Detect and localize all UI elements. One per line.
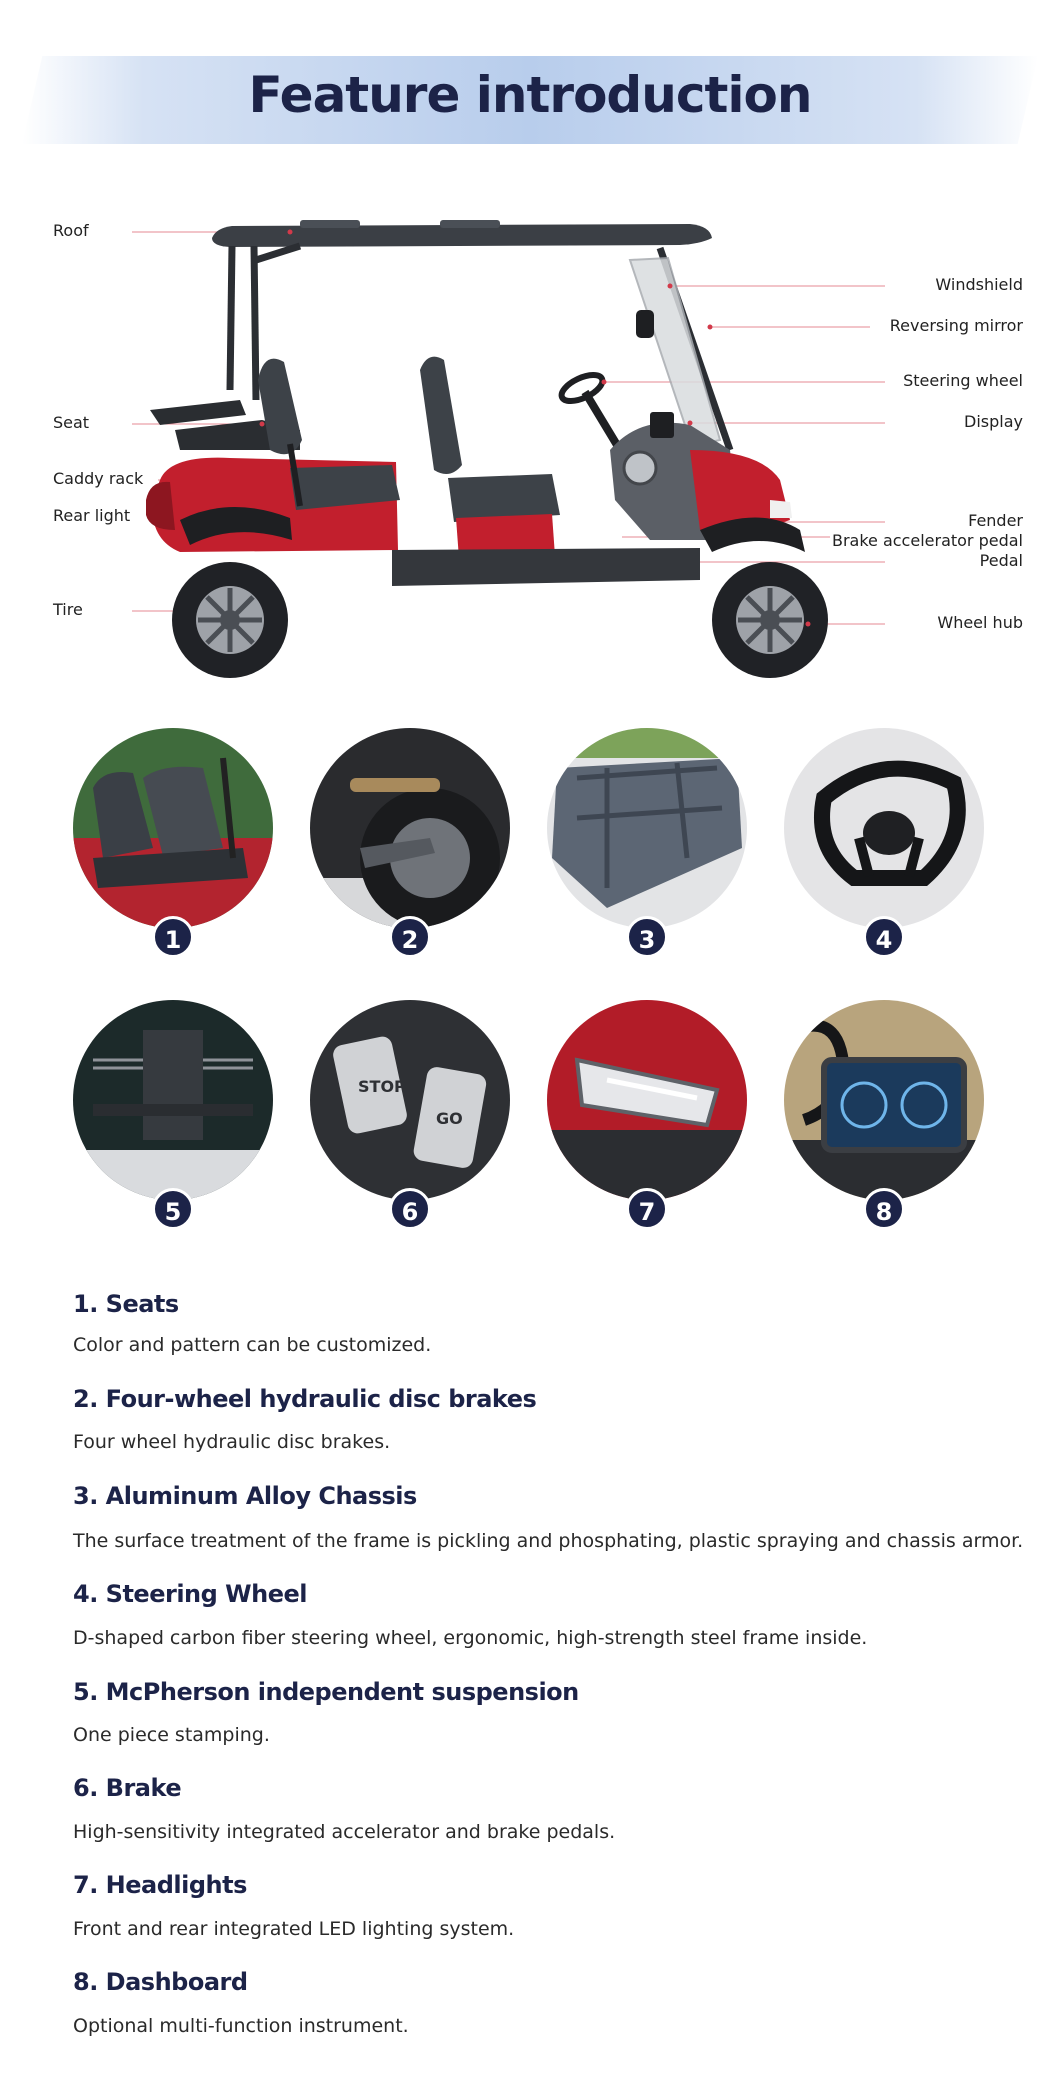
rear-wheel	[172, 562, 288, 678]
badge-7: 7	[626, 1188, 668, 1230]
thumb-pedals: STOP GO	[310, 1000, 510, 1200]
thumb-suspension	[73, 1000, 273, 1200]
thumb-steering-wheel	[784, 728, 984, 928]
callout-roof: Roof	[53, 221, 89, 240]
feature-desc-dashboard: Optional multi-function instrument.	[73, 2015, 409, 2037]
callout-caddy-rack: Caddy rack	[53, 469, 144, 488]
front-wheel	[712, 562, 828, 678]
badge-2: 2	[389, 916, 431, 958]
feature-desc-disc-brakes: Four wheel hydraulic disc brakes.	[73, 1431, 391, 1453]
thumb-chassis	[547, 728, 747, 928]
page-title: Feature introduction	[248, 66, 813, 124]
callout-rear-light: Rear light	[53, 506, 131, 525]
callout-windshield: Windshield	[935, 275, 1023, 294]
badge-4: 4	[863, 916, 905, 958]
svg-text:GO: GO	[436, 1109, 463, 1128]
golf-cart-illustration	[132, 220, 885, 678]
callout-tire: Tire	[53, 600, 83, 619]
badge-1: 1	[152, 916, 194, 958]
badge-3: 3	[626, 916, 668, 958]
feature-desc-seats: Color and pattern can be customized.	[73, 1334, 432, 1356]
feature-desc-headlights: Front and rear integrated LED lighting s…	[73, 1918, 515, 1940]
feature-desc-suspension: One piece stamping.	[73, 1724, 270, 1746]
cart-diagram: Roof Seat Caddy rack Rear light Tire Win…	[0, 200, 1060, 700]
feature-title-brake: 6. Brake	[73, 1774, 182, 1802]
callout-pedal: Pedal	[979, 551, 1023, 570]
callout-fender: Fender	[968, 511, 1023, 530]
callout-brake-accelerator-pedal: Brake accelerator pedal	[831, 531, 1023, 550]
feature-title-disc-brakes: 2. Four-wheel hydraulic disc brakes	[73, 1385, 537, 1413]
feature-title-chassis: 3. Aluminum Alloy Chassis	[73, 1482, 417, 1510]
feature-title-steering-wheel: 4. Steering Wheel	[73, 1580, 308, 1608]
badge-8: 8	[863, 1188, 905, 1230]
callout-display: Display	[964, 412, 1023, 431]
callout-wheel-hub: Wheel hub	[937, 613, 1023, 632]
feature-title-suspension: 5. McPherson independent suspension	[73, 1678, 579, 1706]
feature-title-dashboard: 8. Dashboard	[73, 1968, 248, 1996]
feature-desc-brake: High-sensitivity integrated accelerator …	[73, 1821, 616, 1843]
thumb-disc-brakes	[310, 728, 510, 928]
feature-desc-chassis: The surface treatment of the frame is pi…	[73, 1530, 1024, 1552]
thumb-seats	[73, 728, 273, 928]
thumb-headlight	[547, 1000, 747, 1200]
svg-text:STOP: STOP	[358, 1077, 406, 1096]
feature-desc-steering-wheel: D-shaped carbon fiber steering wheel, er…	[73, 1627, 868, 1649]
callout-steering-wheel: Steering wheel	[903, 371, 1023, 390]
thumb-dashboard	[784, 1000, 984, 1200]
badge-5: 5	[152, 1188, 194, 1230]
callout-seat: Seat	[53, 413, 90, 432]
title-banner	[22, 56, 1038, 144]
feature-title-seats: 1. Seats	[73, 1290, 179, 1318]
feature-title-headlights: 7. Headlights	[73, 1871, 247, 1899]
callout-reversing-mirror: Reversing mirror	[889, 316, 1023, 335]
badge-6: 6	[389, 1188, 431, 1230]
